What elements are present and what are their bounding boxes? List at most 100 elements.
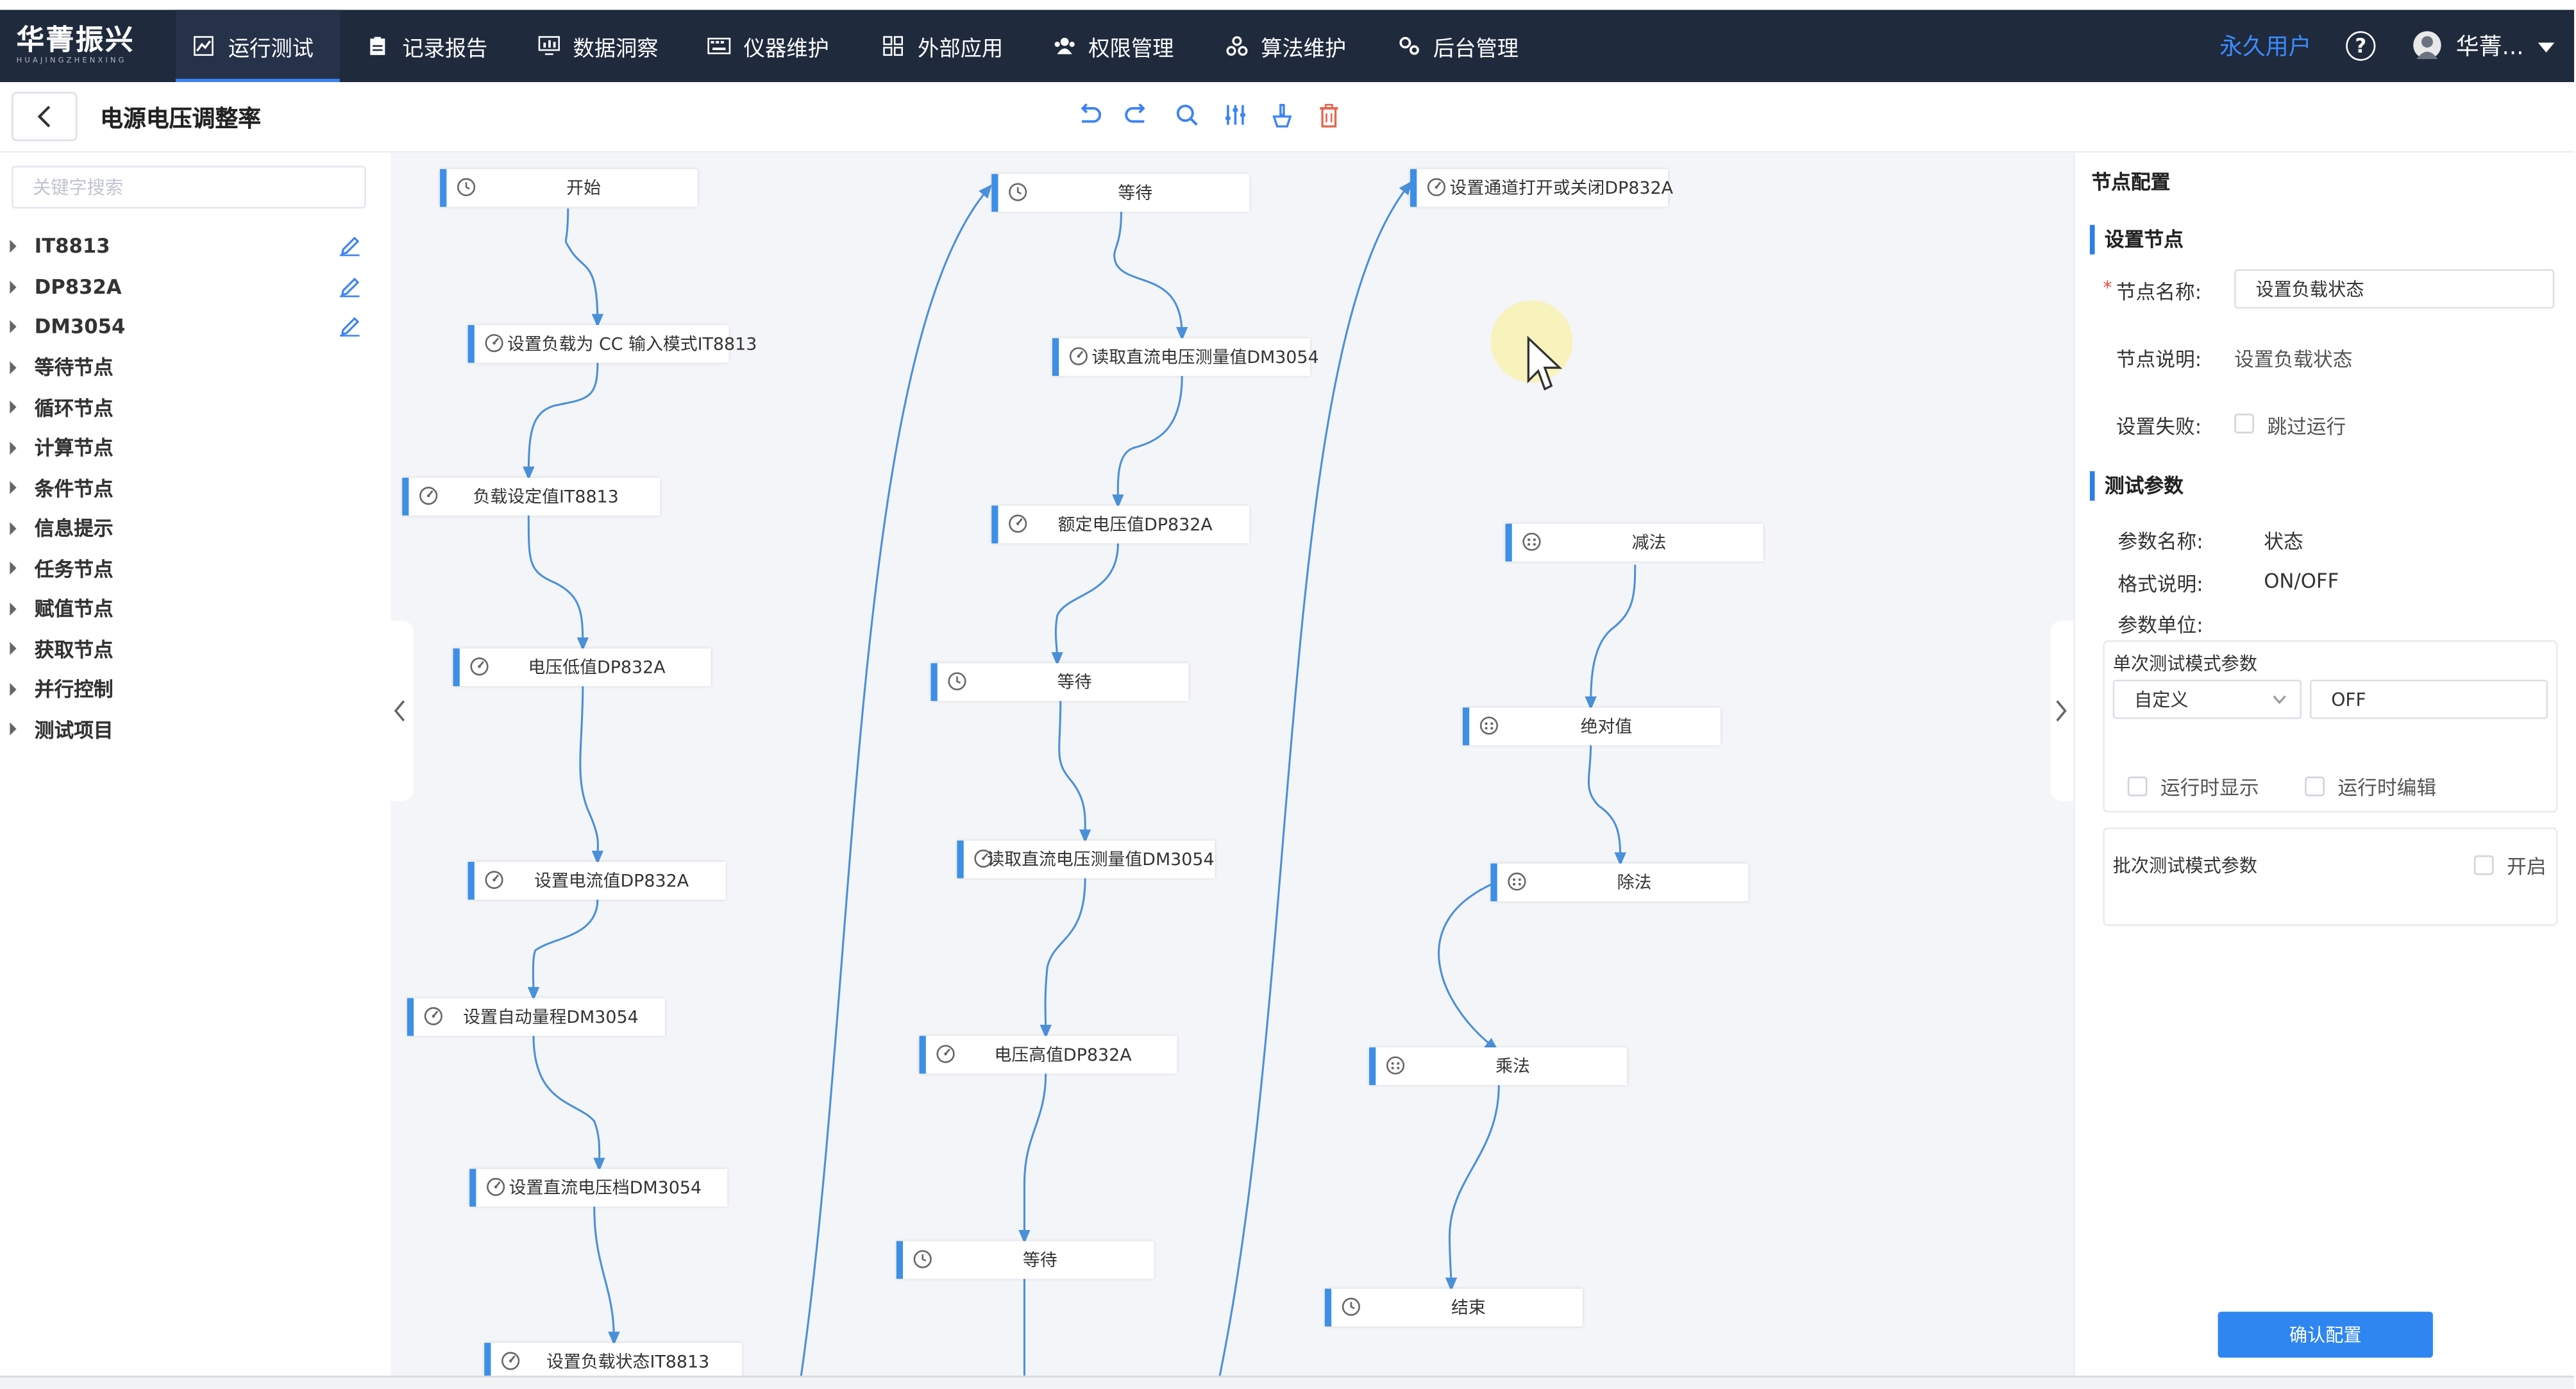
tree-item[interactable]: DP832A [0,272,378,301]
flow-node-label: 设置电流值DP832A [534,871,689,892]
tree-item[interactable]: 赋值节点 [0,593,378,623]
caret-right-icon[interactable] [10,320,17,333]
collapse-right-handle[interactable] [2050,620,2074,802]
caret-right-icon[interactable] [10,239,17,253]
brush-icon[interactable] [1267,102,1293,128]
delete-icon[interactable] [1315,102,1342,128]
flow-node[interactable]: 读取直流电压测量值DM3054 [1052,338,1319,376]
caret-right-icon[interactable] [10,641,17,655]
back-button[interactable] [11,92,78,142]
confirm-config-button[interactable]: 确认配置 [2218,1311,2433,1358]
flow-node-label: 设置直流电压档DM3054 [509,1179,702,1199]
flow-node[interactable]: 额定电压值DP832A [991,505,1250,544]
flow-node[interactable]: 开始 [440,169,698,207]
caret-right-icon[interactable] [10,682,17,696]
clock-icon [948,672,966,691]
caret-right-icon[interactable] [10,521,17,535]
tree-item[interactable]: 计算节点 [0,433,378,462]
node-desc-value[interactable]: 设置负载状态 [2234,348,2353,371]
flow-edge [1058,701,1091,843]
mode-value-input[interactable]: OFF [2309,679,2548,720]
flow-node[interactable]: 结束 [1324,1288,1583,1327]
nav-run-test[interactable]: 运行测试 [175,10,340,82]
gauge-icon [1069,347,1088,366]
nav-external-apps[interactable]: 外部应用 [883,10,1003,82]
gauge-icon [936,1045,955,1063]
flow-node[interactable]: 设置负载状态IT8813 [484,1343,743,1381]
edit-runtime-checkbox[interactable] [2305,776,2325,796]
search-icon[interactable] [1174,102,1200,128]
nav-algorithm[interactable]: 算法维护 [1225,10,1346,82]
avatar[interactable] [2413,31,2441,60]
node-name-input[interactable]: 设置负载状态 [2234,269,2555,309]
caret-right-icon[interactable] [10,602,17,615]
nav-data-insight[interactable]: 数据洞察 [537,10,659,82]
caret-right-icon[interactable] [10,441,17,454]
tree-item[interactable]: 测试项目 [0,714,378,744]
tree-item[interactable]: 信息提示 [0,513,378,543]
undo-icon[interactable] [1075,102,1102,128]
flow-node[interactable]: 减法 [1505,523,1764,562]
caret-right-icon[interactable] [10,481,17,494]
edit-icon[interactable] [338,314,361,337]
chevron-right-icon[interactable] [2052,700,2069,723]
tree-item-label: IT8813 [34,235,110,258]
flow-node[interactable]: 设置通道打开或关闭DP832A [1410,169,1673,207]
chart-icon [194,36,214,56]
nav-permissions[interactable]: 权限管理 [1054,10,1174,82]
caret-right-icon[interactable] [10,280,17,293]
tree-item[interactable]: IT8813 [0,232,378,261]
flow-edge [1438,882,1499,1051]
logo-text: 华菁振兴 [16,24,135,58]
mode-select[interactable]: 自定义 [2112,679,2302,720]
flow-node[interactable]: 等待 [930,663,1189,702]
flow-node[interactable]: 绝对值 [1462,707,1721,746]
nav-records[interactable]: 记录报告 [367,10,487,82]
flow-node[interactable]: 等待 [896,1241,1154,1279]
help-icon[interactable]: ? [2346,31,2376,61]
caret-right-icon[interactable] [10,722,17,736]
tree-item-label: 任务节点 [34,557,114,580]
edit-icon[interactable] [338,273,361,297]
flow-node[interactable]: 设置自动量程DM3054 [407,998,665,1036]
flow-node[interactable]: 除法 [1490,863,1749,902]
tree-item-label: DM3054 [34,315,126,339]
user-type-link[interactable]: 永久用户 [2219,34,2312,61]
tree-item[interactable]: 获取节点 [0,634,378,663]
skip-run-checkbox[interactable] [2234,414,2254,434]
tree-item[interactable]: DM3054 [0,312,378,341]
sliders-icon[interactable] [1222,102,1248,128]
tree-item-label: DP832A [34,274,122,298]
flow-node[interactable]: 乘法 [1369,1047,1627,1086]
tree-item[interactable]: 等待节点 [0,352,378,382]
required-mark: * [2103,277,2112,299]
flow-node[interactable]: 负载设定值IT8813 [402,477,661,516]
tree-item[interactable]: 循环节点 [0,392,378,422]
chevron-down-icon[interactable] [2538,42,2555,53]
batch-enable-checkbox[interactable] [2473,855,2494,875]
flow-node-label: 减法 [1631,534,1667,553]
search-input[interactable]: 关键字搜索 [11,165,366,209]
flow-node[interactable]: 设置电流值DP832A [467,862,726,900]
flow-node-label: 设置自动量程DM3054 [463,1007,639,1028]
redo-icon[interactable] [1125,102,1151,128]
tree-item[interactable]: 条件节点 [0,473,378,502]
user-name[interactable]: 华菁... [2455,34,2524,61]
flow-canvas[interactable]: 开始设置负载为 CC 输入模式IT8813 负载设定值IT8813 电压低值DP83… [391,153,2074,1381]
flow-node[interactable]: 设置直流电压档DM3054 [469,1168,728,1207]
flow-node[interactable]: 电压低值DP832A [453,648,711,687]
nav-instrument[interactable]: 仪器维护 [707,10,829,82]
chevron-left-icon[interactable] [392,700,409,723]
flow-node[interactable]: 电压高值DP832A [919,1036,1177,1074]
caret-right-icon[interactable] [10,561,17,575]
caret-right-icon[interactable] [10,400,17,414]
flow-node[interactable]: 读取直流电压测量值DM3054 [957,840,1215,879]
edit-icon[interactable] [338,233,361,257]
flow-node[interactable]: 设置负载为 CC 输入模式IT8813 [467,324,757,363]
nav-admin[interactable]: 后台管理 [1399,10,1519,82]
tree-item[interactable]: 并行控制 [0,674,378,703]
tree-item[interactable]: 任务节点 [0,553,378,583]
show-runtime-checkbox[interactable] [2127,776,2148,796]
caret-right-icon[interactable] [10,360,17,374]
flow-node[interactable]: 等待 [991,174,1250,212]
